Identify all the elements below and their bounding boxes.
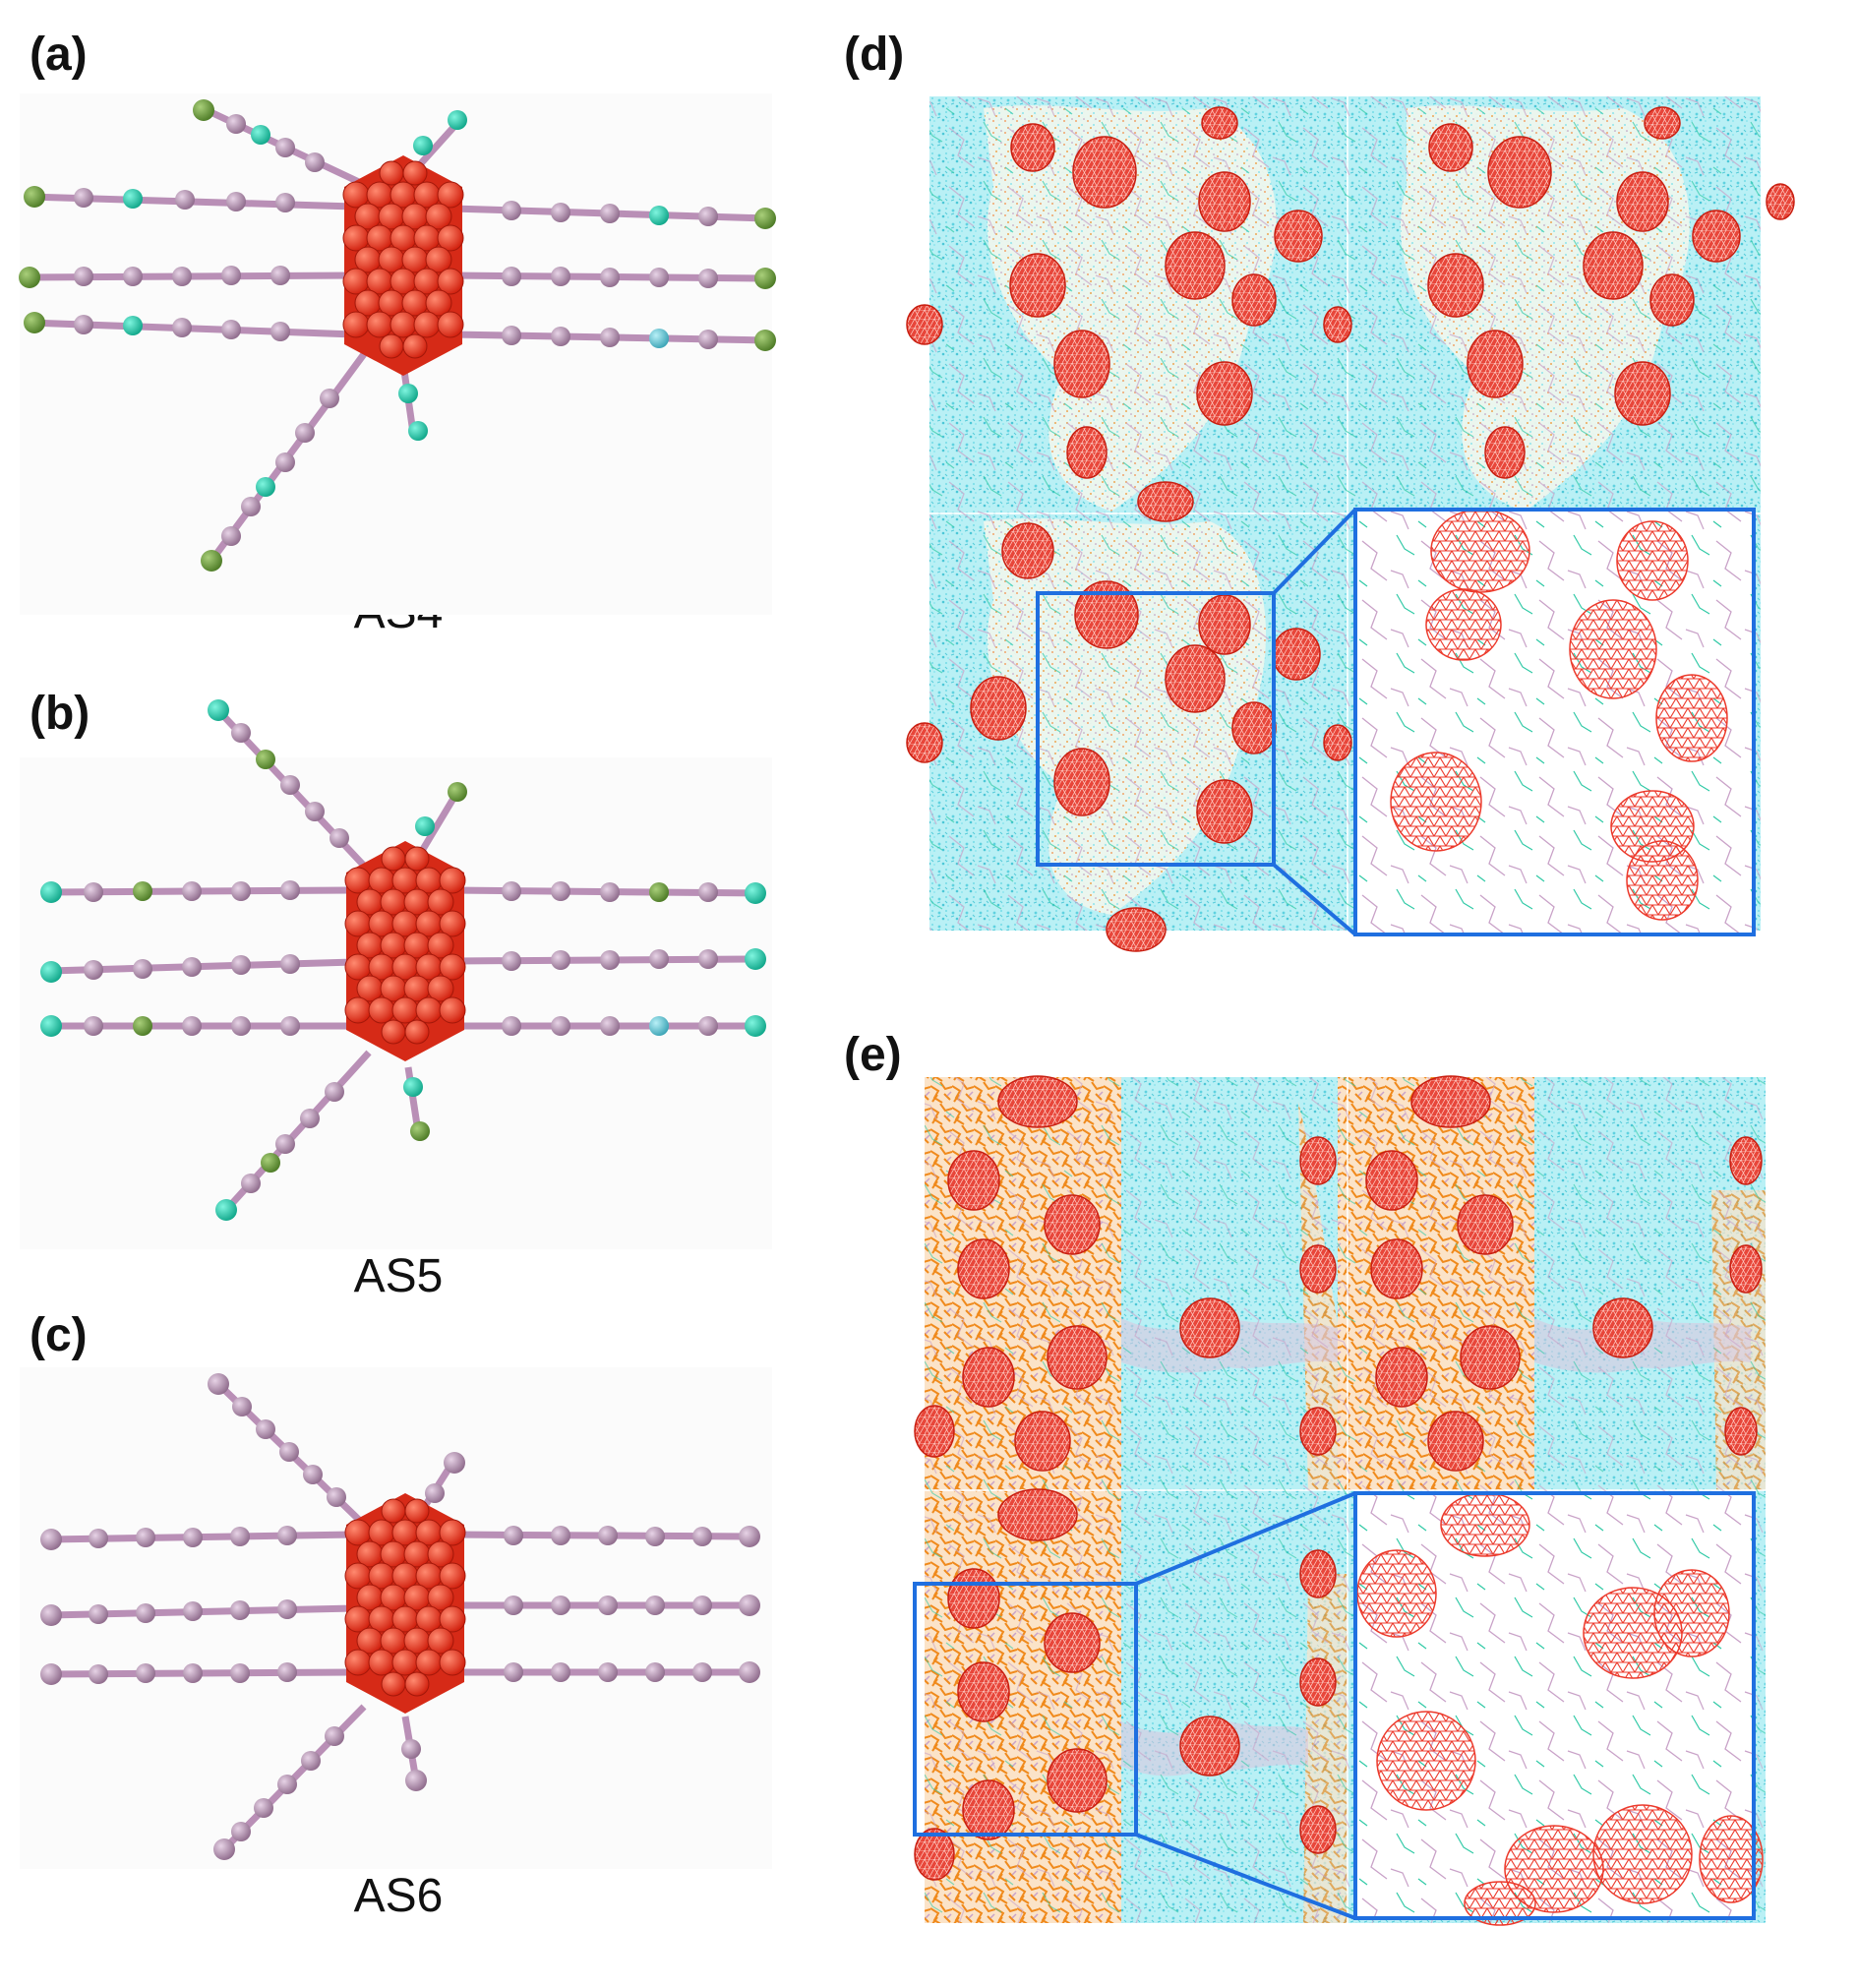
caption-as5: AS5: [353, 1250, 444, 1302]
zoom-box-e: [913, 1582, 1138, 1837]
simulation-snapshot-e: [913, 1075, 1766, 1926]
molecule-as5: [20, 699, 772, 1249]
panel-label-d: (d): [844, 29, 905, 81]
panel-label-b: (b): [30, 688, 90, 740]
simulation-snapshot-d: [906, 96, 1795, 952]
molecule-as4: [19, 93, 776, 615]
molecule-as6: [20, 1367, 772, 1869]
panel-label-a: (a): [30, 29, 88, 81]
inset-d: [1353, 508, 1756, 936]
zoom-box-d: [1036, 591, 1276, 867]
inset-e: [1353, 1491, 1764, 1926]
panel-label-e: (e): [844, 1029, 902, 1081]
caption-as6: AS6: [353, 1870, 444, 1922]
panel-label-c: (c): [30, 1309, 88, 1361]
